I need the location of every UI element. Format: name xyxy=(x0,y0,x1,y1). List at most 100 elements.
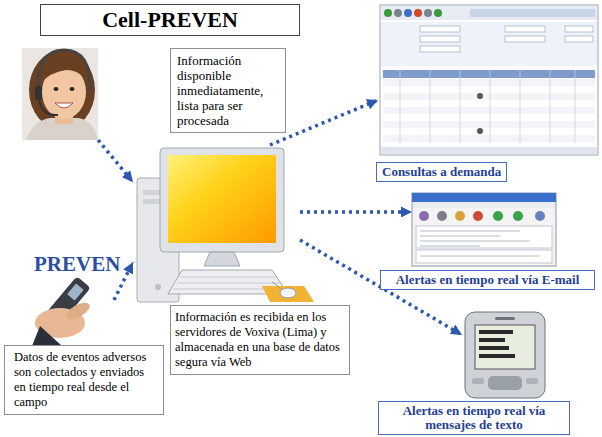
query-screenshot xyxy=(380,5,598,155)
phone-screen xyxy=(475,325,535,369)
mouse xyxy=(280,288,296,298)
tool-icon xyxy=(424,9,432,17)
microphone xyxy=(39,100,58,115)
input xyxy=(505,36,545,42)
table-icon xyxy=(477,93,483,99)
phone-body xyxy=(465,312,545,398)
earpiece xyxy=(495,317,515,320)
form-area xyxy=(381,22,597,66)
output-label: Alertas en tiempo real vía E-mail xyxy=(380,270,595,290)
table-row xyxy=(383,79,595,86)
table-row xyxy=(383,100,595,107)
info-box: Información disponible inmediatamente, l… xyxy=(170,48,286,133)
mobile-phone xyxy=(465,312,545,398)
power-button xyxy=(155,284,161,290)
input xyxy=(420,26,460,32)
header-lines xyxy=(420,231,530,246)
server-computer-group: Información es recibida en los servidore… xyxy=(133,145,300,300)
output-label: Consultas a demanda xyxy=(376,162,507,182)
mouse-pad xyxy=(262,286,314,302)
nav-key xyxy=(488,376,522,390)
query-screen-group: Consultas a demanda xyxy=(378,3,600,157)
title-bar xyxy=(412,193,556,202)
screen-line xyxy=(479,354,515,358)
thumb xyxy=(64,299,93,322)
input xyxy=(420,46,460,52)
smile xyxy=(55,103,73,108)
table-icon xyxy=(477,128,483,134)
screen-line xyxy=(479,330,513,334)
table-columns xyxy=(400,70,575,143)
output-label: Alertas en tiempo real vía mensajes de t… xyxy=(378,401,570,435)
table-row xyxy=(383,114,595,121)
table-row xyxy=(383,86,595,93)
table-row xyxy=(383,121,595,128)
table-header xyxy=(383,70,595,78)
window xyxy=(380,5,598,155)
body-line xyxy=(420,255,540,256)
hand-with-phone xyxy=(32,276,92,346)
table-row xyxy=(383,128,595,135)
eye xyxy=(70,87,75,91)
tool-icon xyxy=(434,9,442,17)
computer xyxy=(137,148,314,302)
headset-band xyxy=(38,50,90,92)
tool-icon xyxy=(513,211,523,221)
sleeve xyxy=(32,326,62,346)
monitor xyxy=(160,148,284,252)
screen xyxy=(168,155,276,243)
tool-icon xyxy=(455,211,465,221)
operator-group: Información disponible inmediatamente, l… xyxy=(22,45,290,140)
tool-icon xyxy=(419,211,429,221)
fringe xyxy=(40,58,90,90)
menu-bar xyxy=(413,202,555,208)
soft-key xyxy=(472,378,484,384)
photo-ground xyxy=(22,48,98,140)
tool-icon xyxy=(404,9,412,17)
diagram-title: Cell-PREVEN xyxy=(102,7,238,33)
field-data-box: Datos de eventos adversos son colectados… xyxy=(4,345,164,415)
dotted-arrow xyxy=(300,210,412,214)
dotted-arrow xyxy=(114,262,133,300)
tool-icon xyxy=(535,211,545,221)
handset-screen xyxy=(67,283,84,300)
mobile-phone-group: Alertas en tiempo real vía mensajes de t… xyxy=(462,312,548,400)
email-window xyxy=(412,193,556,266)
operator-photo xyxy=(22,48,98,140)
message-body xyxy=(416,250,552,263)
info-box: Información es recibida en los servidore… xyxy=(170,305,350,375)
table-row xyxy=(383,107,595,114)
input xyxy=(565,26,593,32)
tool-icon xyxy=(384,9,392,17)
title-box: Cell-PREVEN xyxy=(40,4,300,36)
field-phone-group: PREVEN xyxy=(30,250,114,346)
eye xyxy=(54,87,59,91)
input xyxy=(565,36,593,42)
toolbar xyxy=(381,6,597,20)
tool-icon xyxy=(473,211,483,221)
input xyxy=(505,26,545,32)
mouse-cable xyxy=(272,282,282,290)
tool-icon xyxy=(437,211,447,221)
tool-icon xyxy=(394,9,402,17)
screen-line xyxy=(479,346,509,350)
hair xyxy=(29,50,95,130)
header-fields xyxy=(416,226,552,248)
monitor-stand xyxy=(204,252,240,266)
email-window-group: Alertas en tiempo real vía E-mail xyxy=(412,193,556,266)
tool-icon xyxy=(493,211,503,221)
dotted-arrow xyxy=(270,100,378,145)
info-box: Datos de eventos adversos son colectados… xyxy=(4,345,164,415)
title-strip xyxy=(470,9,595,17)
brand-label: PREVEN xyxy=(34,252,114,276)
earpiece xyxy=(35,86,42,100)
screen-line xyxy=(479,338,505,342)
input xyxy=(420,36,460,42)
table-row xyxy=(383,93,595,100)
table-row xyxy=(383,135,595,142)
status-bar xyxy=(381,147,597,154)
dotted-arrow xyxy=(98,140,133,182)
soft-key xyxy=(526,378,538,384)
window xyxy=(412,193,556,266)
